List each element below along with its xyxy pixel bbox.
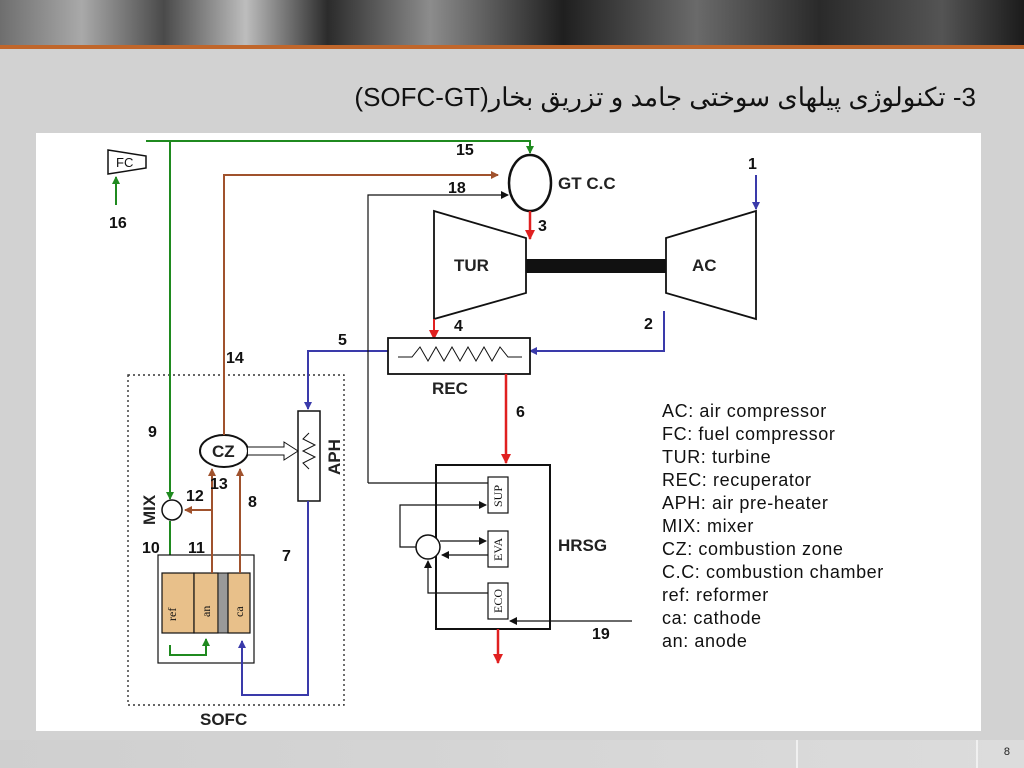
stream-label-5: 5 — [338, 332, 347, 349]
stream-label-12: 12 — [186, 488, 204, 505]
legend-item: AC: air compressor — [662, 401, 827, 421]
stream-18-line — [367, 191, 509, 483]
stream-5-line — [304, 350, 388, 410]
stream-label-9: 9 — [148, 424, 157, 441]
legend-item: MIX: mixer — [662, 516, 754, 536]
legend-item: TUR: turbine — [662, 447, 771, 467]
stream-label-1: 1 — [748, 156, 757, 173]
stream-label-13: 13 — [210, 476, 228, 493]
stream-label-11: 11 — [188, 540, 205, 557]
eco-to-drum-line — [424, 560, 488, 594]
economizer — [487, 582, 509, 620]
mix-label: MIX — [140, 494, 159, 525]
aph-coil — [301, 432, 317, 470]
stream-label-18: 18 — [448, 180, 466, 197]
eco-label: ECO — [491, 589, 505, 613]
sofc-boundary — [127, 374, 345, 706]
aph-label: APH — [325, 439, 344, 475]
stream-label-16: 16 — [109, 215, 127, 232]
electrolyte — [217, 572, 229, 634]
stream-label-14: 14 — [226, 350, 244, 367]
combustion-chamber — [507, 153, 553, 213]
evaporator — [487, 530, 509, 568]
turbine — [433, 209, 527, 321]
recuperator — [387, 337, 531, 375]
steam-drum — [415, 534, 441, 560]
cz-label: CZ — [212, 442, 235, 461]
stream-14-line — [223, 171, 499, 435]
stream-7-line — [238, 501, 309, 696]
footer-bar — [0, 740, 1024, 768]
tur-label: TUR — [454, 256, 489, 275]
gtcc-label: GT C.C — [558, 174, 616, 193]
legend-item: an: anode — [662, 631, 747, 651]
sofc-label: SOFC — [200, 710, 247, 729]
slide-title: 3- تکنولوژی پیلهای سوختی جامد و تزریق بخ… — [354, 82, 976, 112]
stream-label-8: 8 — [248, 494, 257, 511]
legend: AC: air compressor FC: fuel compressor T… — [662, 401, 884, 651]
legend-item: FC: fuel compressor — [662, 424, 835, 444]
rec-label: REC — [432, 379, 468, 398]
fuel-compressor — [107, 149, 147, 175]
page-number: 8 — [1003, 746, 1010, 758]
ac-label: AC — [692, 256, 717, 275]
stream-label-6: 6 — [516, 404, 525, 421]
cz-to-aph-heat-arrow — [248, 441, 299, 461]
stream-label-15: 15 — [456, 142, 474, 159]
header-banner — [0, 0, 1024, 45]
stream-11-line — [169, 638, 210, 656]
cathode — [227, 572, 251, 634]
stream-label-10: 10 — [142, 540, 160, 557]
stream-label-2: 2 — [644, 316, 653, 333]
sup-label: SUP — [491, 485, 505, 507]
footer-divider — [796, 740, 798, 768]
legend-item: ca: cathode — [662, 608, 762, 628]
footer-divider — [976, 740, 978, 768]
anode — [193, 572, 219, 634]
air-pre-heater — [297, 410, 321, 502]
stream-label-7: 7 — [282, 548, 291, 565]
stream-15-line — [146, 140, 534, 154]
an-label: an — [199, 606, 213, 617]
stream-2-line — [529, 311, 665, 355]
stream-label-4: 4 — [454, 318, 463, 335]
ref-label: ref — [165, 608, 179, 621]
hrsg-label: HRSG — [558, 536, 607, 555]
air-compressor — [665, 209, 757, 321]
rec-coil — [398, 345, 522, 363]
legend-item: REC: recuperator — [662, 470, 812, 490]
header-accent-line — [0, 45, 1024, 49]
drum-riser-line — [399, 501, 487, 548]
reformer — [161, 572, 195, 634]
fc-label: FC — [116, 155, 133, 170]
legend-item: ref: reformer — [662, 585, 769, 605]
eva-label: EVA — [491, 538, 505, 561]
shaft — [526, 259, 666, 273]
legend-item: APH: air pre-heater — [662, 493, 828, 513]
legend-item: CZ: combustion zone — [662, 539, 843, 559]
ca-label: ca — [232, 606, 246, 617]
mixer — [161, 499, 183, 521]
legend-item: C.C: combustion chamber — [662, 562, 884, 582]
stream-label-3: 3 — [538, 218, 547, 235]
superheater — [487, 476, 509, 514]
stream-label-19: 19 — [592, 626, 610, 643]
sofc-gt-diagram: SOFC FC 16 15 9 MIX 10 12 ref an ca 11 C… — [36, 133, 981, 731]
